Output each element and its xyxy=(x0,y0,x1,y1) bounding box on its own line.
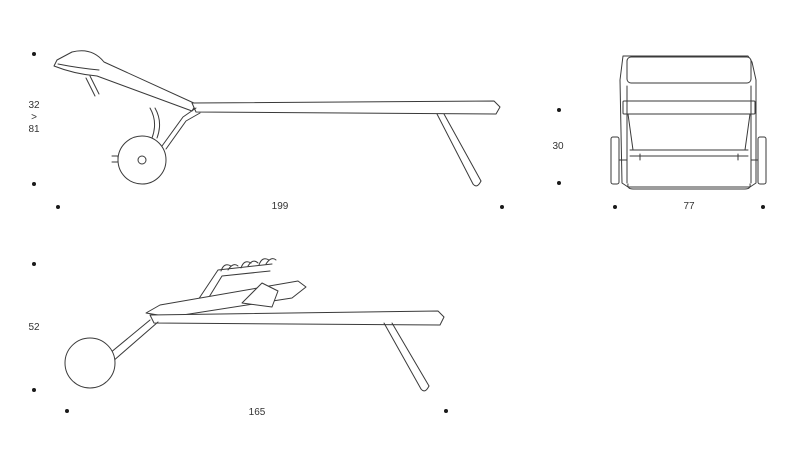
height-min: 32 xyxy=(28,100,40,111)
marker-dot xyxy=(613,205,617,209)
front-view xyxy=(610,55,767,190)
seat-bed xyxy=(191,100,501,115)
front-leg xyxy=(436,113,482,185)
height-range-label: 32 > 81 xyxy=(24,100,44,136)
height-label-front: 30 xyxy=(552,141,564,152)
handle-assembly xyxy=(197,263,273,303)
length-label-folded: 165 xyxy=(248,407,266,418)
length-label-reclined: 199 xyxy=(271,201,289,212)
head-pillow xyxy=(626,56,752,84)
height-max: 81 xyxy=(28,124,40,135)
marker-dot xyxy=(761,205,765,209)
backrest-board xyxy=(622,100,756,115)
crossbar xyxy=(629,149,749,157)
left-wheel xyxy=(610,136,620,185)
backrest xyxy=(53,50,197,112)
wheel xyxy=(117,135,167,185)
height-label-folded: 52 xyxy=(28,322,40,333)
dimension-markers xyxy=(32,52,765,413)
side-view-reclined xyxy=(53,50,501,187)
right-wheel xyxy=(757,136,767,185)
side-view-folded xyxy=(64,258,445,392)
front-leg-folded xyxy=(383,322,430,390)
marker-dot xyxy=(56,205,60,209)
marker-dot xyxy=(557,181,561,185)
marker-dot xyxy=(500,205,504,209)
handle-hooks xyxy=(220,258,277,272)
range-arrow: > xyxy=(31,112,37,123)
marker-dot xyxy=(32,388,36,392)
wheel-folded xyxy=(64,337,116,389)
folded-backrest xyxy=(145,280,307,318)
back-strut xyxy=(85,75,100,97)
marker-dot xyxy=(32,182,36,186)
seat-bed-folded xyxy=(149,310,445,326)
marker-dot xyxy=(557,108,561,112)
width-label-front: 77 xyxy=(683,201,695,212)
marker-dot xyxy=(32,262,36,266)
marker-dot xyxy=(32,52,36,56)
rear-frame xyxy=(161,107,201,150)
marker-dot xyxy=(65,409,69,413)
marker-dot xyxy=(444,409,448,413)
